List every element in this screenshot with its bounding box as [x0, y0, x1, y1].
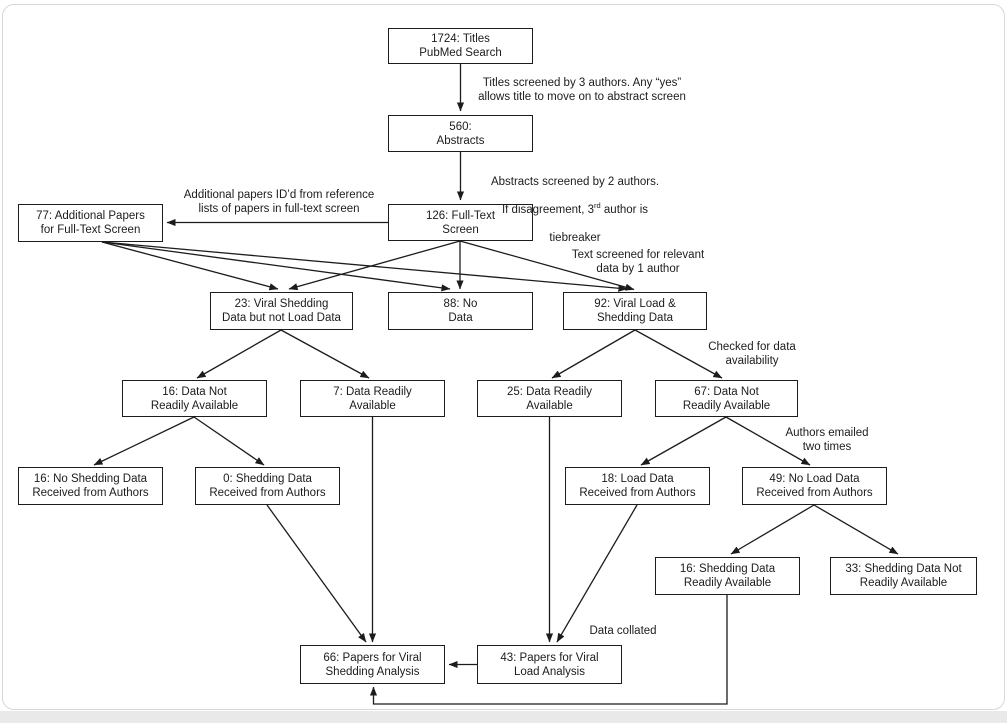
annotation-titles-screening: Titles screened by 3 authors. Any “yes” … — [478, 77, 686, 103]
annotation-abstract-sup: rd — [594, 201, 601, 211]
box-7-data-ready: 7: Data Readily Available — [300, 380, 445, 417]
box-43-load-analysis: 43: Papers for Viral Load Analysis — [477, 645, 622, 684]
box-1724-titles: 1724: Titles PubMed Search — [388, 28, 533, 64]
box-25-data-ready: 25: Data Readily Available — [477, 380, 622, 417]
annotation-abstract-line2b: author is — [600, 204, 649, 216]
annotation-text-screening: Text screened for relevant data by 1 aut… — [571, 249, 705, 275]
annotation-checked-availability: Checked for data availability — [708, 341, 796, 367]
box-16-shedding-ready: 16: Shedding Data Readily Available — [655, 557, 800, 595]
box-18-load-received: 18: Load Data Received from Authors — [565, 467, 710, 505]
box-16-data-not-ready: 16: Data Not Readily Available — [122, 380, 267, 417]
box-33-shedding-not-ready: 33: Shedding Data Not Readily Available — [830, 557, 977, 595]
page-background-strip — [0, 711, 1007, 723]
box-560-abstracts: 560: Abstracts — [388, 115, 533, 152]
box-66-shedding-analysis: 66: Papers for Viral Shedding Analysis — [300, 645, 445, 684]
annotation-abstract-line2: If disagreement, 3 — [501, 204, 595, 216]
diagram-card — [2, 4, 1005, 710]
box-67-data-not-ready: 67: Data Not Readily Available — [655, 380, 798, 417]
annotation-abstract-line1: Abstracts screened by 2 authors. — [490, 176, 660, 188]
annotation-abstract-screening: Abstracts screened by 2 authors. If disa… — [491, 161, 659, 245]
box-126-full-text-screen: 126: Full-Text Screen — [388, 204, 533, 241]
box-16-no-shedding-received: 16: No Shedding Data Received from Autho… — [18, 467, 163, 505]
box-49-no-load-received: 49: No Load Data Received from Authors — [742, 467, 887, 505]
annotation-authors-emailed: Authors emailed two times — [785, 427, 869, 453]
box-88-no-data: 88: No Data — [388, 292, 533, 330]
box-0-shedding-received: 0: Shedding Data Received from Authors — [195, 467, 340, 505]
annotation-abstract-line3: tiebreaker — [549, 232, 601, 244]
box-92-load-and-shedding: 92: Viral Load & Shedding Data — [563, 292, 707, 330]
annotation-additional-papers: Additional papers ID’d from reference li… — [183, 189, 375, 215]
annotation-data-collated: Data collated — [589, 625, 657, 637]
box-23-shedding-not-load: 23: Viral Shedding Data but not Load Dat… — [210, 292, 353, 330]
box-77-additional-papers: 77: Additional Papers for Full-Text Scre… — [18, 204, 163, 242]
